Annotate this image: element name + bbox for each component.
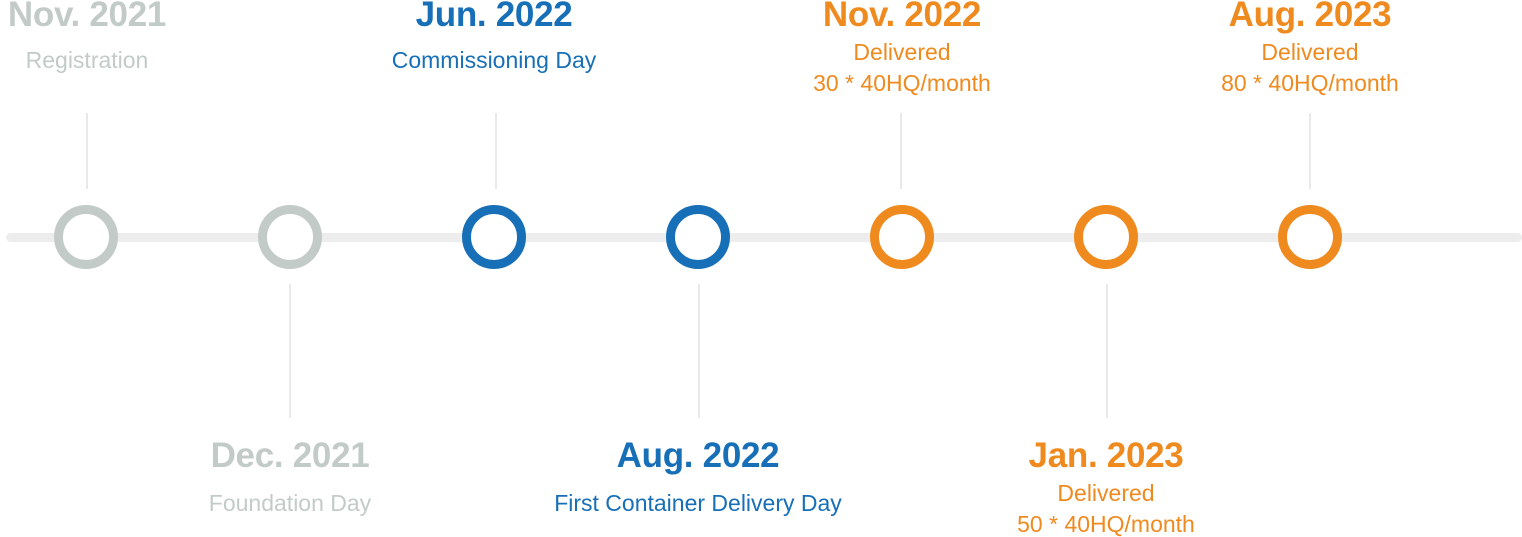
node-nov-2022 xyxy=(870,205,934,269)
milestone-jan-2023: Jan. 2023 Delivered 50 * 40HQ/month xyxy=(946,437,1266,537)
node-nov-2021 xyxy=(54,205,118,269)
milestone-desc-detail: 80 * 40HQ/month xyxy=(1221,70,1399,96)
milestone-nov-2022: Nov. 2022 Delivered 30 * 40HQ/month xyxy=(742,0,1062,96)
node-dec-2021 xyxy=(258,205,322,269)
milestone-dec-2021: Dec. 2021 Foundation Day xyxy=(130,436,450,517)
connector-jun-2022 xyxy=(495,113,497,189)
milestone-desc: Commissioning Day xyxy=(391,47,597,73)
milestone-aug-2023: Aug. 2023 Delivered 80 * 40HQ/month xyxy=(1150,0,1470,96)
milestone-date: Nov. 2021 xyxy=(7,0,167,34)
milestone-desc-detail: 30 * 40HQ/month xyxy=(813,70,991,96)
milestone-date: Jan. 2023 xyxy=(1028,436,1184,475)
connector-aug-2023 xyxy=(1309,113,1311,189)
milestone-jun-2022: Jun. 2022 Commissioning Day xyxy=(334,0,654,73)
milestone-desc: First Container Delivery Day xyxy=(554,490,842,516)
milestone-desc: Delivered xyxy=(1261,39,1359,65)
timeline-line xyxy=(6,233,1522,242)
milestone-nov-2021: Nov. 2021 Registration xyxy=(0,0,247,73)
node-aug-2023 xyxy=(1278,205,1342,269)
node-jan-2023 xyxy=(1074,205,1138,269)
milestone-date: Dec. 2021 xyxy=(210,436,370,475)
milestone-desc-detail: 50 * 40HQ/month xyxy=(1017,511,1195,537)
milestone-date: Jun. 2022 xyxy=(415,0,573,34)
milestone-desc: Delivered xyxy=(853,39,951,65)
node-aug-2022 xyxy=(666,205,730,269)
milestone-aug-2022: Aug. 2022 First Container Delivery Day xyxy=(538,436,858,517)
connector-nov-2021 xyxy=(86,113,88,189)
connector-jan-2023 xyxy=(1106,284,1108,418)
connector-dec-2021 xyxy=(289,284,291,418)
milestone-desc: Delivered xyxy=(1057,480,1155,506)
milestone-desc: Registration xyxy=(25,47,149,73)
node-jun-2022 xyxy=(462,205,526,269)
milestone-date: Nov. 2022 xyxy=(822,0,982,34)
milestone-date: Aug. 2023 xyxy=(1228,0,1392,34)
milestone-desc: Foundation Day xyxy=(208,490,372,516)
milestone-date: Aug. 2022 xyxy=(616,436,780,475)
connector-nov-2022 xyxy=(900,113,902,189)
connector-aug-2022 xyxy=(698,284,700,418)
